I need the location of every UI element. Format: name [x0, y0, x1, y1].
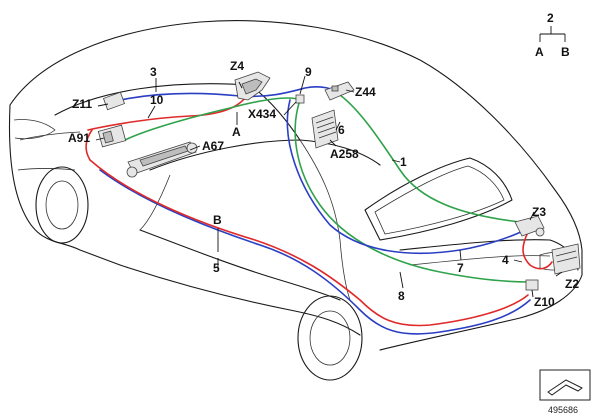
wire-red-rear: [522, 231, 553, 270]
label-5: 5: [213, 261, 220, 275]
component-z3: [514, 215, 545, 237]
label-z4: Z4: [230, 59, 244, 73]
leader-lines: [95, 75, 563, 298]
component-z4: [234, 71, 271, 101]
component-a67: [126, 141, 198, 178]
label-a: A: [232, 125, 241, 139]
label-b: B: [213, 213, 222, 227]
component-z10: [525, 279, 539, 291]
label-a258: A258: [330, 147, 359, 161]
wire-harnesses: [85, 86, 553, 335]
wire-green-top: [124, 97, 301, 141]
label-a67: A67: [202, 139, 224, 153]
car-body: [8, 20, 583, 381]
label-4: 4: [502, 253, 509, 267]
legend-bracket: 2 A B: [535, 11, 570, 59]
label-z44: Z44: [355, 85, 376, 99]
label-6: 6: [338, 123, 345, 137]
label-z2: Z2: [565, 277, 579, 291]
arrow-corner-glyph: [547, 379, 583, 396]
label-z3: Z3: [532, 205, 546, 219]
label-8: 8: [398, 289, 405, 303]
component-x434: [295, 94, 305, 104]
label-z10: Z10: [534, 295, 555, 309]
footer: 495686: [539, 369, 591, 415]
label-z11: Z11: [72, 97, 92, 111]
label-10: 10: [150, 93, 164, 107]
legend-left-label: A: [535, 45, 544, 59]
label-a91: A91: [68, 131, 90, 145]
component-a258: [311, 109, 339, 149]
wire-blue-top: [119, 86, 341, 101]
wire-red-side: [89, 159, 529, 327]
label-x434: X434: [248, 107, 276, 121]
component-a91: [97, 124, 127, 148]
component-z44: [324, 81, 355, 101]
components: [97, 71, 581, 291]
wire-blue-center: [286, 99, 526, 255]
legend-top-label: 2: [547, 11, 554, 25]
legend-right-label: B: [561, 45, 570, 59]
label-3: 3: [150, 65, 157, 79]
wire-green-rear: [339, 94, 521, 223]
label-7: 7: [457, 261, 464, 275]
labels: 3 10 Z11 A91 A67 Z4 A X434 9 Z44 6 A258 …: [68, 59, 579, 309]
wire-red-a91: [85, 129, 93, 161]
wire-blue-side: [99, 169, 531, 335]
label-1: 1: [400, 155, 407, 169]
label-9: 9: [305, 65, 312, 79]
diagram-number: 495686: [548, 405, 578, 415]
component-z2: [551, 243, 581, 275]
